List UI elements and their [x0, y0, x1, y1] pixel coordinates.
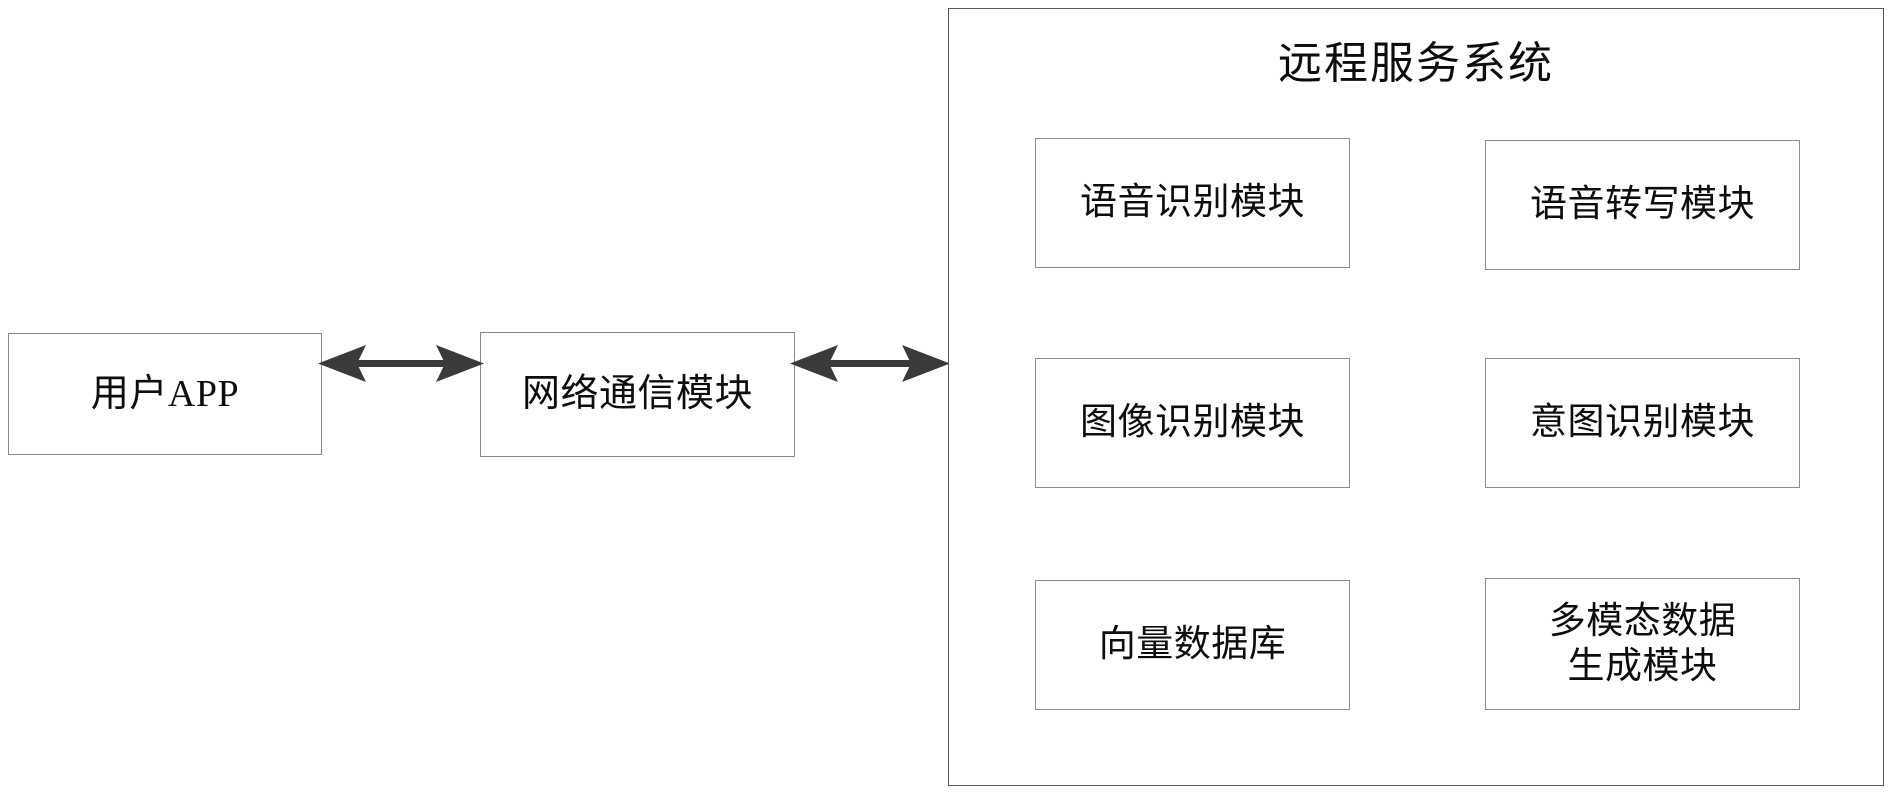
connector-app-to-network-arrow — [318, 345, 484, 382]
module-multimodal-data-generation[interactable]: 多模态数据 生成模块 — [1485, 578, 1800, 710]
module-vector-database[interactable]: 向量数据库 — [1035, 580, 1350, 710]
module-speech-transcription[interactable]: 语音转写模块 — [1485, 140, 1800, 270]
module-intent-recognition[interactable]: 意图识别模块 — [1485, 358, 1800, 488]
remote-system-title: 远程服务系统 — [1278, 39, 1554, 88]
module-image-recognition[interactable]: 图像识别模块 — [1035, 358, 1350, 488]
connector-network-to-remote-system-arrow — [790, 345, 950, 382]
node-network-communication-module[interactable]: 网络通信模块 — [480, 332, 795, 457]
node-user-app[interactable]: 用户APP — [8, 333, 322, 455]
module-speech-recognition[interactable]: 语音识别模块 — [1035, 138, 1350, 268]
